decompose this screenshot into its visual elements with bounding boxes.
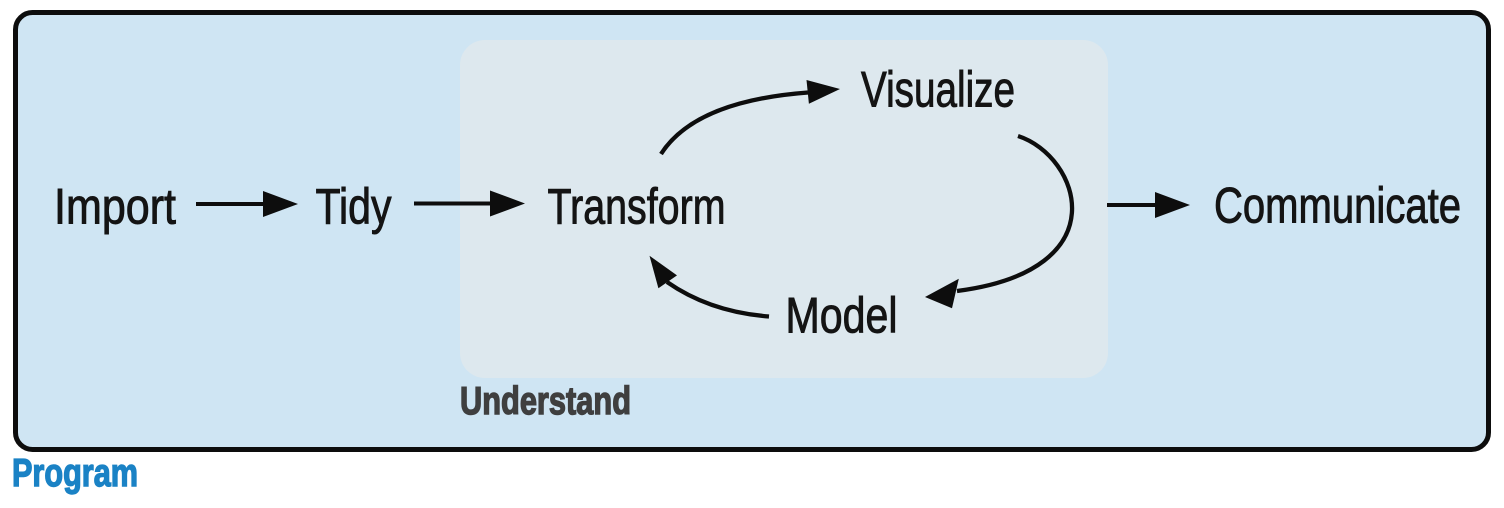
svg-text:Program: Program [12,452,138,495]
svg-text:Transform: Transform [548,179,726,235]
svg-text:Tidy: Tidy [316,179,392,235]
svg-text:Communicate: Communicate [1214,178,1461,234]
svg-text:Import: Import [54,179,176,235]
svg-text:Understand: Understand [460,380,631,423]
svg-text:Visualize: Visualize [861,62,1015,118]
svg-text:Model: Model [786,287,898,343]
